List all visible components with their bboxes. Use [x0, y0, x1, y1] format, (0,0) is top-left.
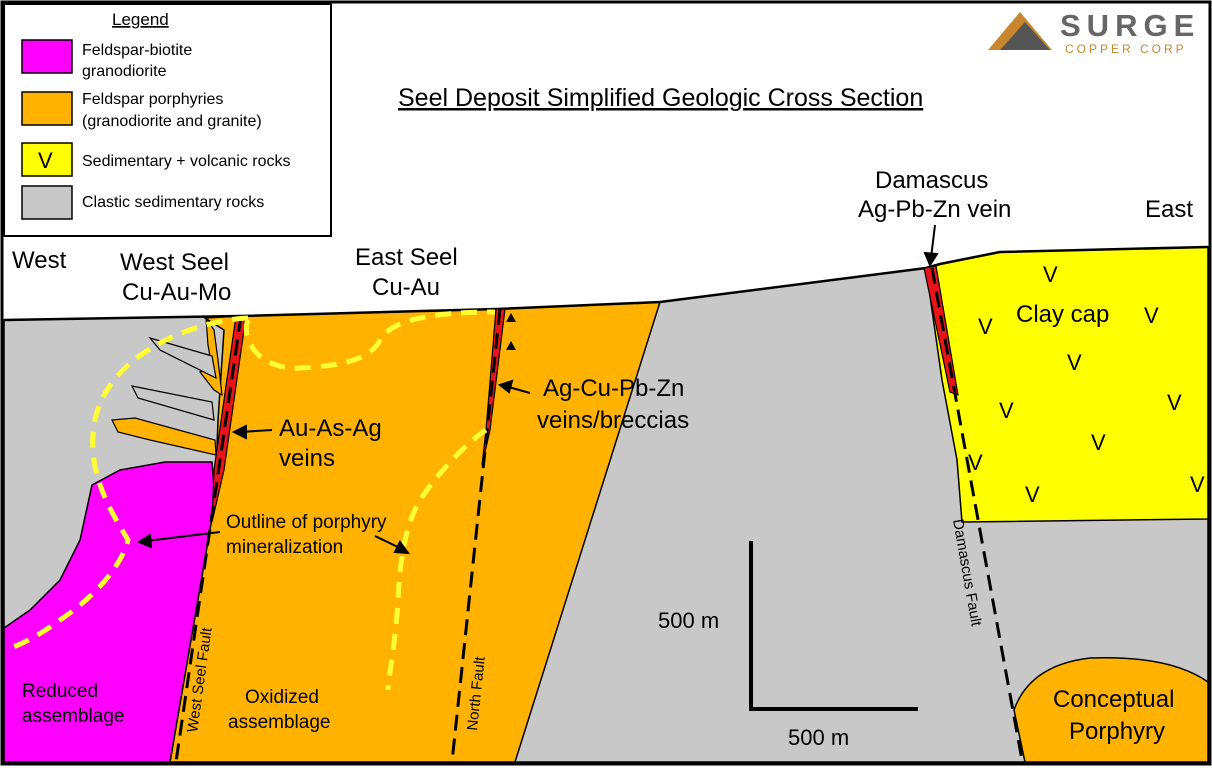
vein-marker-triangle-1	[506, 313, 516, 322]
damascus-label-1: Damascus	[875, 167, 988, 194]
granodiorite-unit	[3, 461, 216, 763]
reduced-label-2: assemblage	[22, 706, 124, 727]
logo-subtitle: COPPER CORP	[1065, 42, 1187, 56]
legend-swatch-porphyries	[21, 91, 73, 126]
legend: Legend Feldspar-biotite granodiorite Fel…	[3, 3, 332, 237]
scale-horizontal-label: 500 m	[788, 725, 849, 750]
scale-vertical-label: 500 m	[658, 608, 719, 633]
legend-label-granodiorite-1: Feldspar-biotite	[82, 42, 192, 59]
outline-label-2: mineralization	[226, 537, 343, 558]
oxidized-label-1: Oxidized	[245, 687, 319, 708]
porphyry-outline-west	[9, 315, 249, 651]
volcanic-unit-clay-cap	[925, 246, 1209, 523]
v-symbol: V	[968, 450, 983, 475]
au-as-ag-label-2: veins	[279, 445, 335, 472]
east-seel-label-2: Cu-Au	[372, 274, 440, 301]
conceptual-porphyry-unit	[1013, 656, 1209, 763]
v-symbol: V	[1025, 482, 1040, 507]
arrow-outline-left	[136, 531, 221, 549]
v-symbol: V	[1091, 430, 1106, 455]
arrow-au-as-ag	[231, 424, 273, 440]
east-label: East	[1145, 196, 1193, 223]
v-symbol: V	[1043, 262, 1058, 287]
legend-label-porphyries-1: Feldspar porphyries	[82, 91, 223, 108]
logo-name: SURGE	[1060, 8, 1200, 43]
v-symbol: V	[1167, 390, 1182, 415]
arrow-damascus-vein	[923, 224, 939, 268]
west-label: West	[12, 247, 67, 274]
legend-label-granodiorite-2: granodiorite	[82, 63, 167, 80]
company-logo: SURGE COPPER CORP	[988, 8, 1200, 56]
north-vein	[481, 308, 506, 466]
west-seel-fault-line	[174, 315, 243, 763]
v-symbol: V	[999, 398, 1014, 423]
legend-swatch-v-symbol: V	[38, 148, 53, 173]
conceptual-label-2: Porphyry	[1069, 718, 1165, 745]
ag-cu-pb-zn-label-2: veins/breccias	[537, 407, 689, 434]
legend-label-sed-volc: Sedimentary + volcanic rocks	[82, 153, 291, 170]
north-fault-line	[450, 308, 502, 763]
page-title: Seel Deposit Simplified Geologic Cross S…	[398, 84, 923, 112]
au-as-ag-label-1: Au-As-Ag	[279, 415, 382, 442]
legend-label-clastic: Clastic sedimentary rocks	[82, 194, 264, 211]
mountain-logo-shadow-icon	[1000, 22, 1050, 50]
legend-swatch-granodiorite	[21, 39, 73, 74]
outline-label-1: Outline of porphyry	[226, 512, 387, 533]
topography-line	[3, 245, 1209, 322]
clay-cap-label: Clay cap	[1016, 301, 1109, 328]
clastic-tongue-2	[130, 385, 215, 421]
damascus-label-2: Ag-Pb-Zn vein	[858, 196, 1011, 223]
porphyry-outline-inner	[385, 427, 488, 691]
west-seel-label-2: Cu-Au-Mo	[122, 279, 231, 306]
legend-swatch-sed-volc	[21, 142, 73, 177]
v-symbol: V	[978, 314, 993, 339]
ag-cu-pb-zn-label-1: Ag-Cu-Pb-Zn	[543, 375, 684, 402]
conceptual-label-1: Conceptual	[1053, 686, 1174, 713]
v-symbol: V	[1067, 350, 1082, 375]
vein-marker-triangle-2	[506, 341, 516, 350]
v-symbol: V	[1190, 472, 1205, 497]
legend-label-porphyries-2: (granodiorite and granite)	[82, 113, 262, 130]
volcanic-symbols: V V V V V V V V V V	[968, 262, 1205, 507]
damascus-fault-line	[930, 267, 1024, 761]
reduced-label-1: Reduced	[22, 681, 98, 702]
legend-swatch-clastic	[21, 185, 73, 220]
legend-title: Legend	[112, 10, 169, 29]
porphyry-outline-east	[243, 309, 496, 371]
east-seel-label-1: East Seel	[355, 244, 458, 271]
oxidized-label-2: assemblage	[228, 712, 330, 733]
v-symbol: V	[1144, 303, 1159, 328]
west-seel-label-1: West Seel	[120, 249, 229, 276]
scale-bar	[749, 541, 918, 711]
clastic-tongue-1	[148, 336, 217, 380]
arrow-ag-cu-pb-zn	[497, 379, 531, 394]
arrow-outline-right	[374, 535, 411, 555]
